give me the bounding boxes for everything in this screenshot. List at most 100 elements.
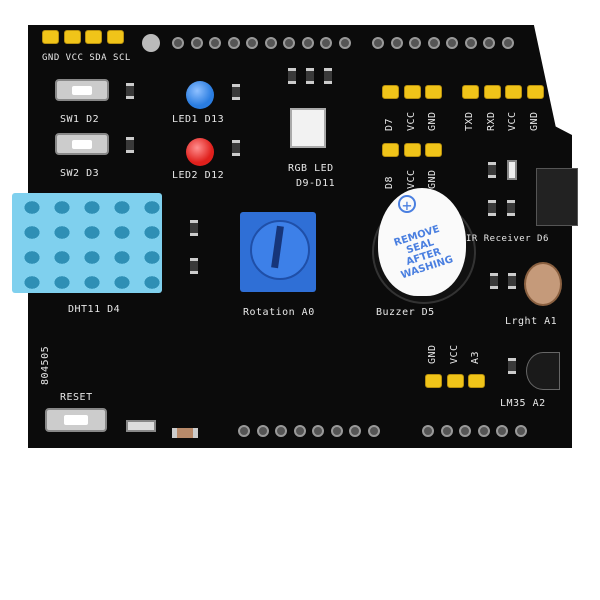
capacitor [172,428,198,438]
header-pin [106,30,124,44]
header-hole [422,425,434,437]
reset-button[interactable] [45,408,107,432]
mounting-hole [142,34,160,52]
header-hole [372,37,384,49]
header-hole [275,425,287,437]
header-hole [496,425,508,437]
header-hole [367,425,380,437]
led2-red [186,138,214,166]
light-sensor [524,262,562,306]
header-pin [403,85,421,99]
potentiometer[interactable] [240,212,316,292]
pin-label: GND [427,344,438,364]
header-pin [382,85,399,99]
pin-label: GND [528,111,540,131]
buzzer-label: Buzzer D5 [376,307,435,318]
led1-label: LED1 D13 [172,114,225,125]
pin-label: A3 [470,350,481,364]
ir-receiver [536,168,578,226]
header-hole [293,425,306,437]
i2c-label: GND VCC SDA SCL [42,53,131,63]
resistor [508,273,516,289]
header-hole [349,425,361,437]
header-hole [459,425,471,437]
header-hole [338,37,351,49]
header-pin [526,85,544,99]
power-led [126,420,156,432]
header-pin [85,30,102,44]
ir-label: IR Receiver D6 [466,234,549,244]
dht11-sensor [12,193,162,293]
header-hole [501,37,514,49]
header-hole [409,37,421,49]
pin-label: D8 [384,175,395,189]
pin-label: GND [427,111,438,131]
resistor [232,84,240,100]
rgb-label-1: RGB LED [288,163,334,174]
header-hole [283,37,295,49]
pin-label: GND [427,169,438,189]
header-hole [256,425,269,437]
pot-label: Rotation A0 [243,307,315,318]
header-pin [505,85,522,99]
resistor [507,200,515,216]
resistor [232,140,240,156]
header-hole [264,37,277,49]
led1-blue [186,81,214,109]
header-pin [468,374,485,388]
pin-label: RXD [485,111,497,131]
sw2-button[interactable] [55,133,109,155]
rgb-led [290,108,326,148]
header-hole [172,37,184,49]
rgb-label-2: D9-D11 [296,178,336,189]
header-pin [462,85,479,99]
dht11-label: DHT11 D4 [68,304,121,315]
resistor [126,83,134,99]
resistor [324,68,332,84]
sticker-text: REMOVE SEAL AFTER WASHING [392,223,455,282]
header-hole [427,37,440,49]
plus-icon: + [398,195,416,214]
header-hole [514,425,527,437]
sw1-label: SW1 D2 [60,114,100,125]
header-hole [209,37,221,49]
header-hole [238,425,250,437]
header-pin [425,143,442,157]
header-hole [246,37,258,49]
sw2-label: SW2 D3 [60,168,100,179]
resistor [488,200,496,216]
lm35-label: LM35 A2 [500,398,546,409]
header-hole [190,37,203,49]
resistor [306,68,314,84]
pin-label: D7 [384,117,395,131]
light-label: Lrght A1 [505,316,558,327]
capacitor [190,220,198,236]
header-hole [301,37,314,49]
reset-label: RESET [60,392,93,403]
header-hole [440,425,453,437]
capacitor [508,358,516,374]
capacitor [490,273,498,289]
lm35-sensor [526,352,560,390]
pin-label: VCC [507,111,518,131]
led2-label: LED2 D12 [172,170,225,181]
pin-label: VCC [405,111,417,131]
header-hole [320,37,332,49]
header-hole [390,37,403,49]
header-hole [446,37,458,49]
pin-label: VCC [448,344,460,364]
resistor [126,137,134,153]
board-code: 804505 [40,345,51,385]
header-hole [330,425,343,437]
header-pin [425,374,442,388]
header-pin [403,143,421,157]
header-pin [63,30,81,44]
header-pin [483,85,501,99]
header-pin [382,143,399,157]
resistor [190,258,198,274]
header-hole [312,425,324,437]
sw1-button[interactable] [55,79,109,101]
smd-led [507,160,517,180]
capacitor [488,162,496,178]
header-hole [483,37,495,49]
